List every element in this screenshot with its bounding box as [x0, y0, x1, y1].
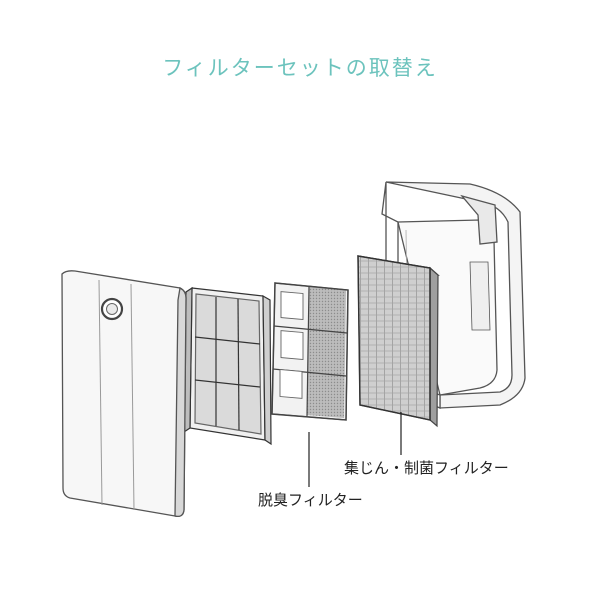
pre-filter	[183, 286, 272, 446]
front-panel	[61, 270, 187, 518]
leader-lines	[308, 412, 402, 487]
label-deodorizing-filter: 脱臭フィルター	[258, 491, 363, 509]
deodorizing-filter	[271, 282, 349, 421]
hepa-filter	[357, 255, 440, 428]
page-title: フィルターセットの取替え	[162, 56, 438, 80]
label-dust-antibacterial-filter: 集じん・制菌フィルター	[344, 459, 509, 477]
